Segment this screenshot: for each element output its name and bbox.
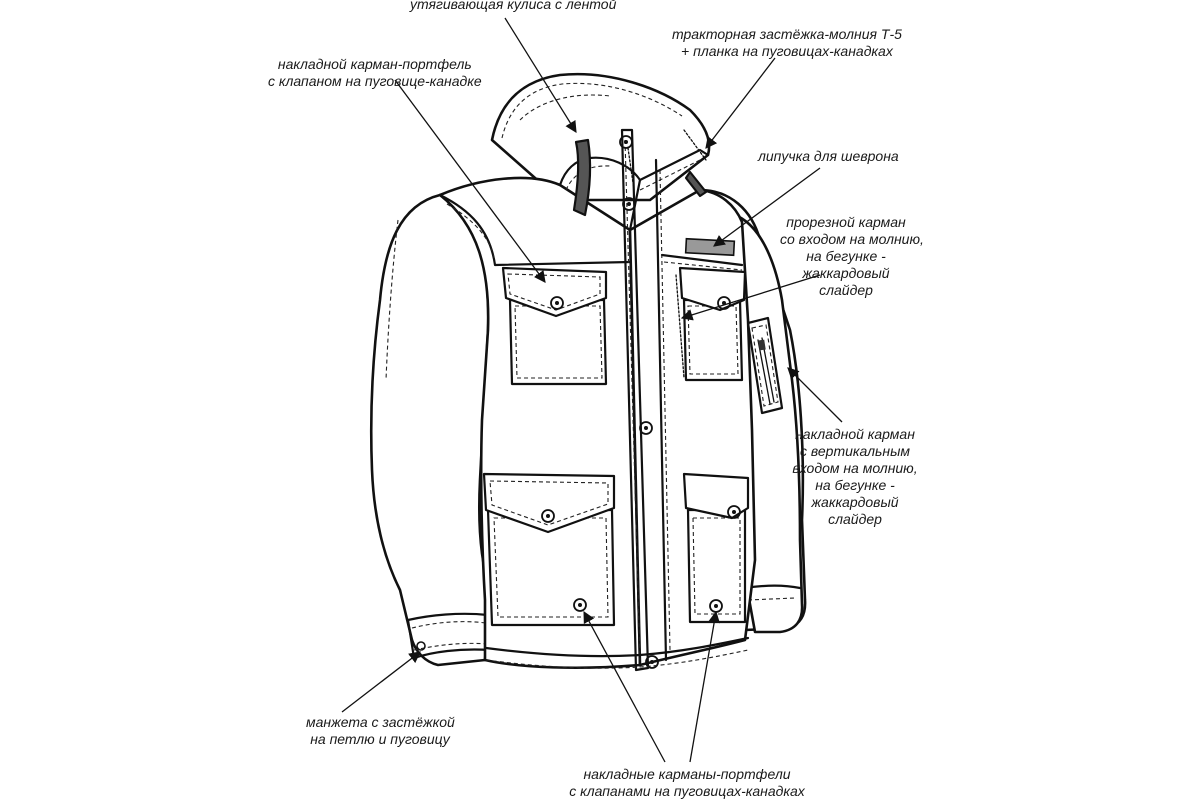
label-sleeve-pocket-line-5: жаккардовый (811, 494, 899, 510)
left-sleeve (369, 193, 492, 667)
leader-cuff (341, 651, 421, 713)
front-placket (620, 128, 650, 672)
label-sleeve-pocket-line-4: на бегунке - (815, 477, 895, 493)
label-bottom-pockets: накладные карманы-портфели с клапанами н… (562, 766, 812, 800)
label-sleeve-pocket-line-1: накладной карман (795, 426, 915, 442)
jacket-front-right (628, 188, 757, 667)
leader-slit-pocket (680, 274, 821, 321)
left-bottom-pocket (482, 472, 616, 627)
label-chest-pocket: накладной карман-портфель с клапаном на … (268, 56, 482, 90)
label-zipper: тракторная застёжка-молния Т-5 + планка … (672, 26, 902, 60)
label-slit-pocket-line-1: прорезной карман (786, 214, 906, 230)
label-bottom-pockets-line-1: накладные карманы-портфели (583, 766, 791, 782)
label-sleeve-pocket-line-3: входом на молнию, (792, 460, 918, 476)
drawstring-left (572, 138, 592, 217)
label-slit-pocket-line-3: на бегунке - (806, 248, 886, 264)
leader-bottom-pocket-right (689, 610, 720, 763)
leader-drawstring (504, 17, 577, 133)
label-chest-pocket-line-2: с клапаном на пуговице-канадке (268, 73, 482, 89)
leader-sleeve-pocket (787, 367, 843, 423)
leader-zipper (705, 57, 776, 149)
leader-chest-pocket (394, 79, 546, 283)
label-cuff-line-1: манжета с застёжкой (306, 714, 455, 730)
label-cuff-line-2: на петлю и пуговицу (310, 731, 450, 747)
label-zipper-line-1: тракторная застёжка-молния Т-5 (672, 26, 902, 42)
left-chest-pocket (501, 266, 608, 386)
label-bottom-pockets-line-2: с клапанами на пуговицах-канадках (569, 783, 805, 799)
right-bottom-pocket (682, 472, 750, 624)
placket-buttons (619, 135, 659, 669)
label-zipper-line-2: + планка на пуговицах-канадках (681, 43, 893, 59)
label-slit-pocket-line-5: слайдер (819, 282, 873, 298)
label-slit-pocket-line-2: со входом на молнию, (780, 231, 924, 247)
label-chest-pocket-line-1: накладной карман-портфель (277, 56, 472, 72)
label-sleeve-pocket-line-2: с вертикальным (799, 443, 910, 459)
label-cuff: манжета с застёжкой на петлю и пуговицу (306, 714, 455, 748)
label-slit-pocket-line-4: жаккардовый (802, 265, 890, 281)
label-slit-pocket: прорезной карман со входом на молнию, на… (780, 214, 924, 299)
label-sleeve-pocket-line-6: слайдер (828, 511, 882, 527)
label-sleeve-pocket: накладной карман с вертикальным входом н… (792, 426, 918, 528)
leader-bottom-pocket-left (583, 610, 666, 763)
sleeve-pocket (746, 316, 784, 415)
label-drawstring: утягивающая кулиса с лентой (410, 0, 616, 13)
velcro-patch (684, 237, 736, 257)
label-velcro-text: липучка для шеврона (758, 148, 899, 164)
leader-velcro (713, 167, 821, 247)
drawstring-right (684, 170, 708, 198)
label-drawstring-text: утягивающая кулиса с лентой (410, 0, 617, 12)
label-velcro: липучка для шеврона (758, 148, 899, 165)
